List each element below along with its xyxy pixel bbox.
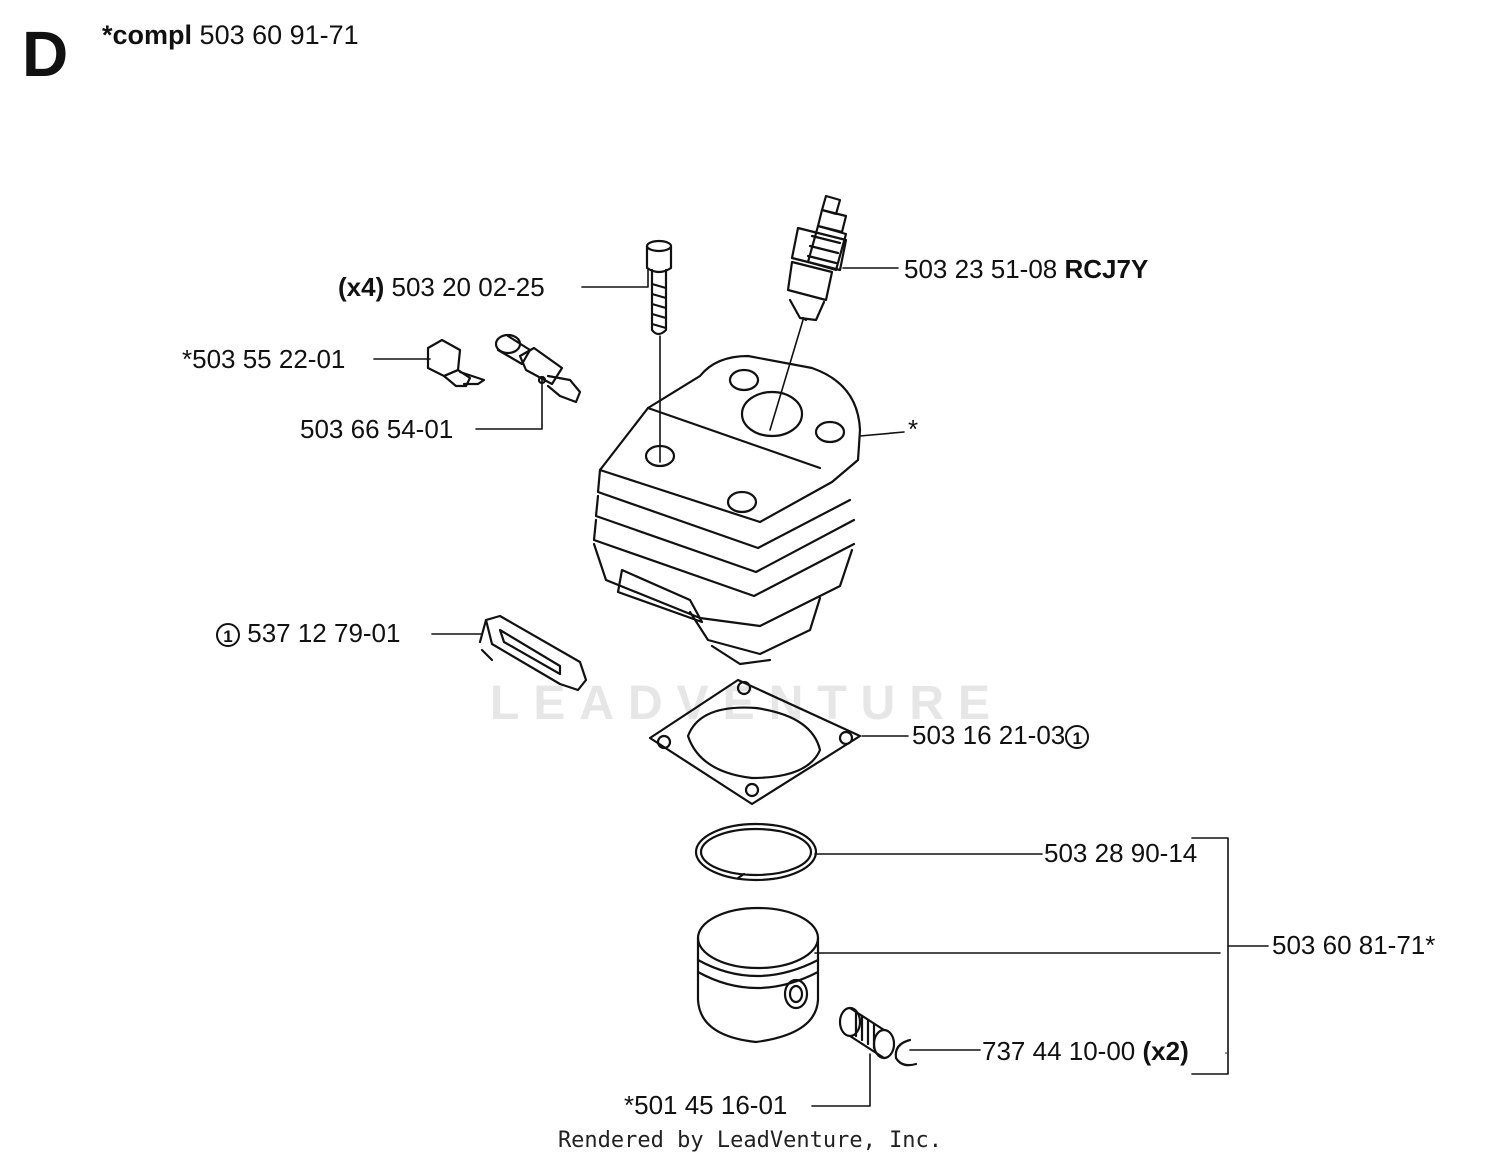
leader-lines xyxy=(373,267,1269,1107)
piston-kit-label: 503 60 81-71* xyxy=(1272,930,1436,960)
ring-label: 503 28 90-14 xyxy=(1044,838,1198,868)
muffler-gasket xyxy=(478,614,588,692)
piston xyxy=(696,906,820,1044)
muffler-gasket-circle: 1 xyxy=(216,623,240,648)
base-gasket xyxy=(648,678,862,806)
cylinder-mark: * xyxy=(908,414,919,444)
nipple-label: 503 66 54-01 xyxy=(300,414,454,444)
assembly-header: *compl 503 60 91-71 xyxy=(102,20,359,51)
circlip-label: 737 44 10-00 (x2) xyxy=(982,1038,1189,1064)
muffler-gasket-label: 1 537 12 79-01 xyxy=(216,618,401,648)
bolt-part: 503 20 02-25 xyxy=(391,272,545,302)
circlip-part: 737 44 10-00 xyxy=(982,1036,1136,1066)
bearing-label: *501 45 16-01 xyxy=(624,1090,788,1120)
cylinder xyxy=(592,354,862,666)
decompression-valve xyxy=(426,338,486,388)
plug-part: 503 23 51-08 xyxy=(904,254,1058,284)
muffler-gasket-part: 537 12 79-01 xyxy=(247,618,401,648)
decomp-label: *503 55 22-01 xyxy=(182,344,346,374)
bolt-qty: (x4) xyxy=(338,272,385,302)
plug-code: RCJ7Y xyxy=(1064,254,1149,284)
bolt-label: (x4) 503 20 02-25 xyxy=(338,274,545,300)
piston-ring xyxy=(694,822,818,882)
compl-number: 503 60 91-71 xyxy=(199,20,359,50)
base-gasket-circle: 1 xyxy=(1065,725,1090,750)
footer-credit: Rendered by LeadVenture, Inc. xyxy=(557,1128,943,1153)
nipple-fitting xyxy=(494,333,582,404)
base-gasket-part: 503 16 21-03 xyxy=(912,720,1066,750)
cylinder-bolt xyxy=(645,239,673,336)
watermark: LEADVENTURE xyxy=(490,677,1005,730)
circlip-qty: (x2) xyxy=(1142,1036,1189,1066)
spark-plug xyxy=(786,194,848,322)
section-letter: D xyxy=(22,18,69,90)
compl-label: *compl xyxy=(102,20,193,50)
circlip xyxy=(894,1038,918,1067)
needle-bearing xyxy=(838,1006,896,1060)
plug-label: 503 23 51-08 RCJ7Y xyxy=(904,256,1148,282)
